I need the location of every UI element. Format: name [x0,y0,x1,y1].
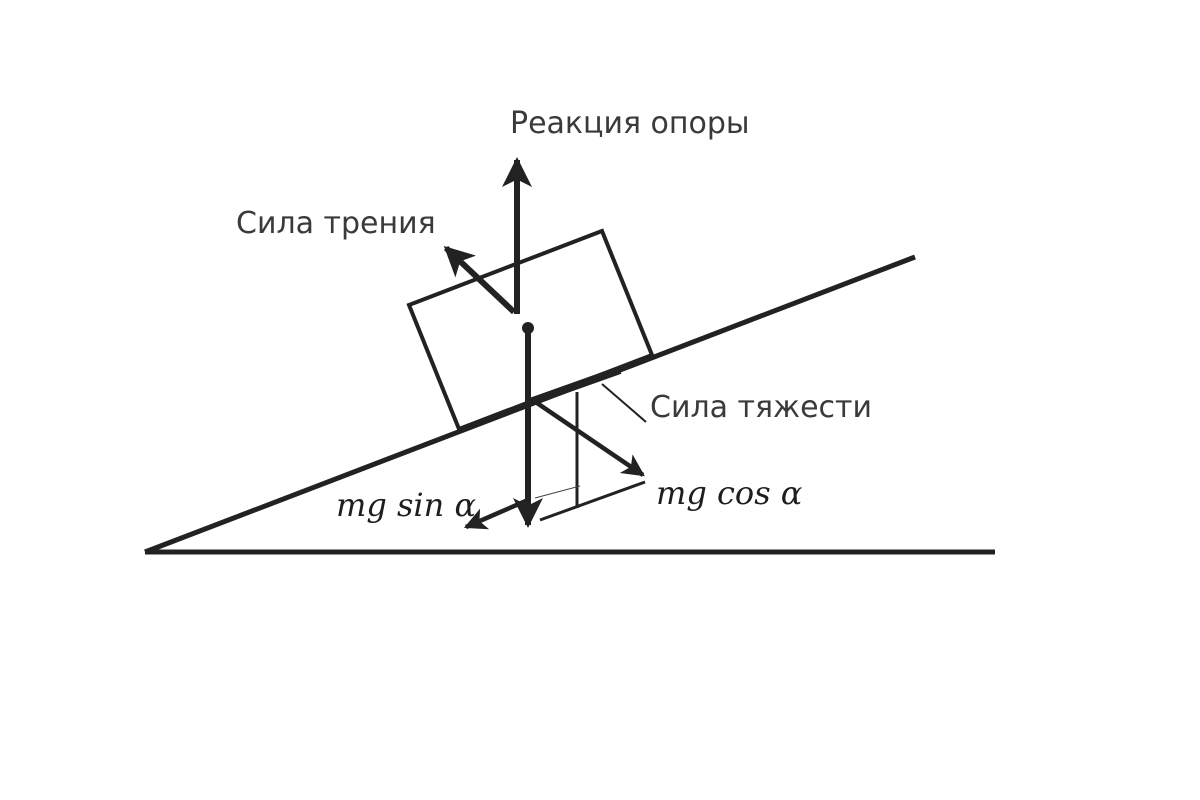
mg-sin-arrow [463,497,529,530]
block [406,228,655,432]
normal-force-label: Реакция опоры [510,106,750,141]
mg-cos-label: mg cos α [656,474,803,512]
projection-bottom [539,480,646,522]
gravity-leader-line [601,383,647,423]
gravity-label: Сила тяжести [650,390,873,425]
mg-sin-label: mg sin α [336,486,477,524]
projection-thin [534,485,581,499]
friction-label: Сила трения [236,206,436,241]
friction-arrow [443,245,517,315]
mg-cos-arrow [535,401,645,477]
